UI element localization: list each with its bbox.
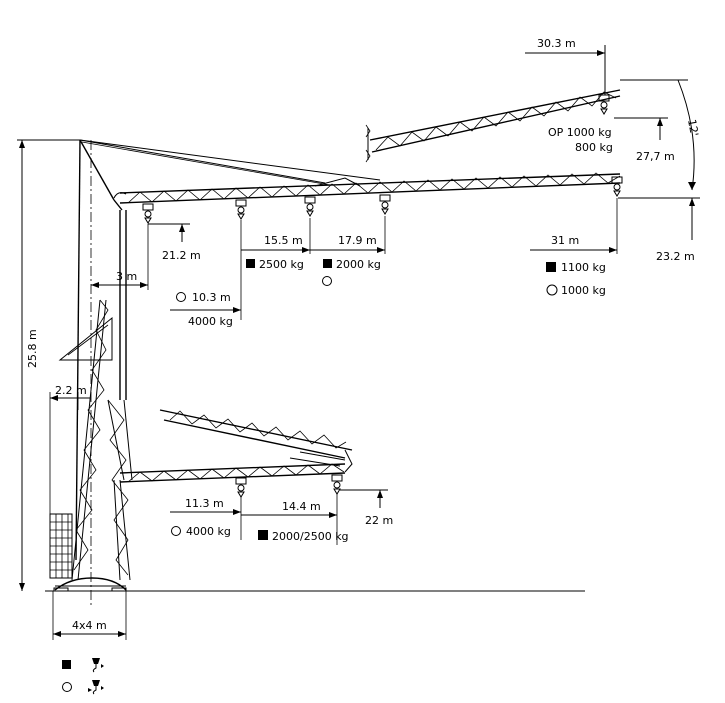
label-op-load-1: OP 1000 kg xyxy=(548,126,612,139)
upper-hook-block-3 xyxy=(304,196,316,217)
legend xyxy=(62,658,104,695)
label-upper-right-height: 23.2 m xyxy=(656,250,695,263)
filled-square-icon xyxy=(246,259,255,268)
label-load-1000: 1000 kg xyxy=(561,284,606,297)
single-hook-icon xyxy=(92,658,104,673)
dim-radius-10-3 xyxy=(170,307,241,313)
label-luffed-radius: 30.3 m xyxy=(537,37,576,50)
luffed-hook-block xyxy=(598,94,610,115)
label-load-2500: 2500 kg xyxy=(259,258,304,271)
dim-radius-31 xyxy=(530,198,618,254)
dim-radius-3 xyxy=(91,282,148,288)
dim-lower-hook-height xyxy=(340,489,388,508)
dim-luffing-angle xyxy=(620,79,696,191)
label-lower-hook-height: 22 m xyxy=(365,514,393,527)
label-radius-14-4: 14.4 m xyxy=(282,500,321,513)
label-radius-10-3: 10.3 m xyxy=(192,291,231,304)
lower-hook-block-2 xyxy=(331,474,343,495)
label-load-2000: 2000 kg xyxy=(336,258,381,271)
filled-square-icon xyxy=(258,530,268,540)
dim-luffed-radius xyxy=(525,45,606,95)
circle-icon xyxy=(546,284,558,296)
counterweight xyxy=(49,513,73,579)
dim-radius-14-4 xyxy=(241,494,338,545)
dim-upper-hook-height xyxy=(147,223,190,290)
upper-hook-block-2 xyxy=(235,199,247,220)
dim-radius-11-3 xyxy=(170,497,242,540)
circle-icon xyxy=(322,276,332,286)
label-op-load-2: 800 kg xyxy=(575,141,613,154)
lower-hook-block-1 xyxy=(235,477,247,498)
label-radius-15-5: 15.5 m xyxy=(264,234,303,247)
filled-square-icon xyxy=(323,259,332,268)
crane-base xyxy=(53,577,127,592)
label-load-1100: 1100 kg xyxy=(561,261,606,274)
lower-horizontal-jib xyxy=(119,409,353,483)
dim-upper-right-height xyxy=(618,197,700,240)
luffed-jib xyxy=(365,89,621,163)
label-radius-31: 31 m xyxy=(551,234,579,247)
upper-hook-block-1 xyxy=(142,203,154,224)
label-upper-hook-height: 21.2 m xyxy=(162,249,201,262)
circle-icon xyxy=(62,682,72,692)
label-radius-3: 3 m xyxy=(116,270,137,283)
filled-square-icon xyxy=(546,262,556,272)
label-load-2000-2500: 2000/2500 kg xyxy=(272,530,349,543)
upper-hook-block-4 xyxy=(379,194,391,215)
dim-tower-height xyxy=(17,139,80,591)
label-radius-11-3: 11.3 m xyxy=(185,497,224,510)
dim-base xyxy=(52,591,127,640)
label-tower-height: 25.8 m xyxy=(26,329,39,368)
label-load-4000-upper: 4000 kg xyxy=(188,315,233,328)
filled-square-icon xyxy=(62,660,71,669)
tower xyxy=(58,139,133,581)
label-radius-17-9: 17.9 m xyxy=(338,234,377,247)
dim-luffed-hook-height xyxy=(614,117,668,140)
dim-radius-17-9 xyxy=(310,216,386,254)
label-load-4000-lower: 4000 kg xyxy=(186,525,231,538)
circle-icon xyxy=(176,292,186,302)
double-hook-icon xyxy=(88,680,104,695)
label-luffing-angle: 12' xyxy=(685,118,701,137)
label-base: 4x4 m xyxy=(72,619,107,632)
dim-radius-15-5 xyxy=(240,218,311,320)
dim-radius-2-2 xyxy=(49,392,90,514)
upper-hook-block-5 xyxy=(611,176,623,197)
circle-icon xyxy=(171,526,181,536)
label-luffed-hook-height: 27,7 m xyxy=(636,150,675,163)
label-radius-2-2: 2.2 m xyxy=(55,384,87,397)
upper-horizontal-jib xyxy=(79,139,621,204)
